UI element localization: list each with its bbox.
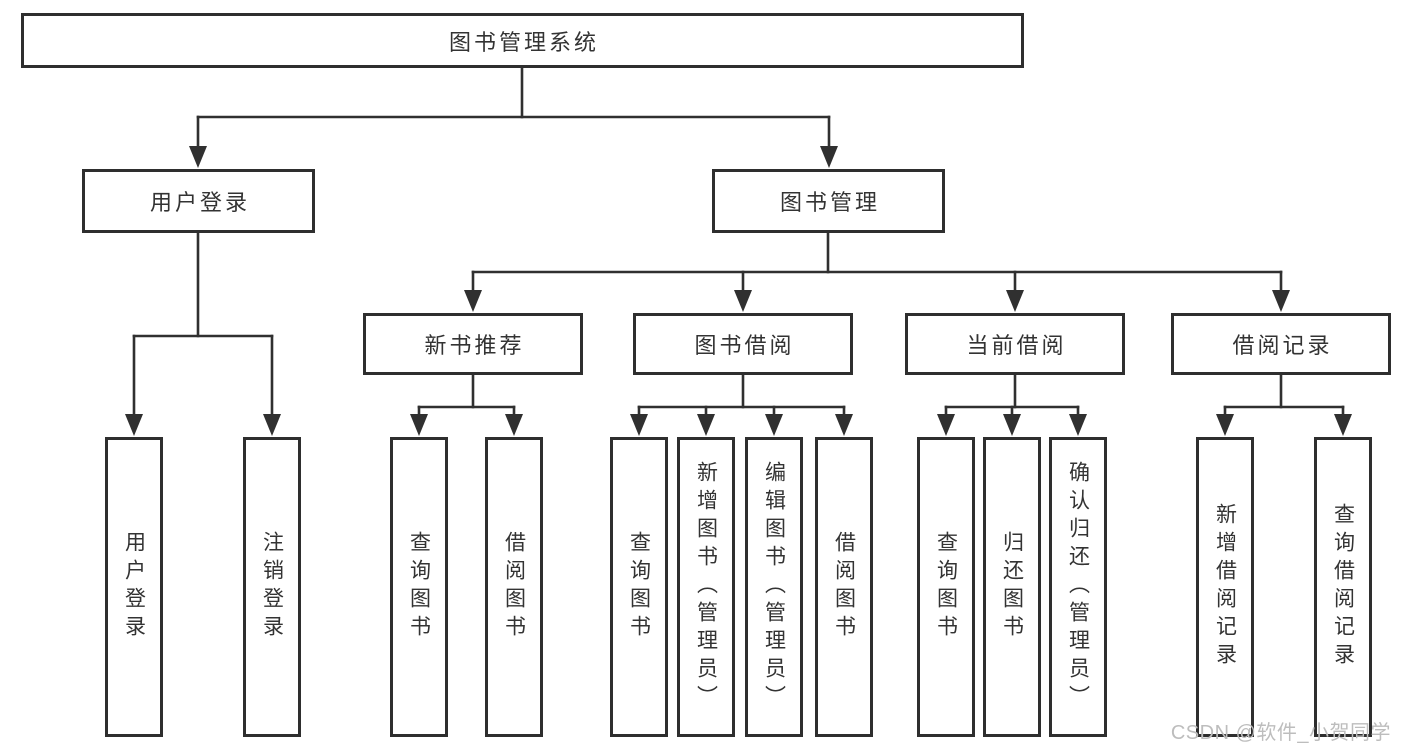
leaf-edit-book-admin-label: 编辑图书（管理员） [762, 461, 786, 713]
node-borrow-records-label: 借阅记录 [1232, 333, 1333, 358]
node-library-system: 图书管理系统 [21, 13, 1024, 68]
leaf-add-borrow-record: 新增借阅记录 [1196, 437, 1254, 737]
connector-book-borrow-to-leaves [630, 373, 853, 436]
leaf-query-book-3-label: 查询图书 [934, 531, 958, 643]
node-new-book-recommend: 新书推荐 [363, 313, 583, 375]
connector-book-management-to-level3 [464, 231, 1290, 312]
leaf-logout: 注销登录 [243, 437, 301, 737]
leaf-borrow-book-1: 借阅图书 [485, 437, 543, 737]
node-user-login: 用户登录 [82, 169, 315, 233]
leaf-add-borrow-record-label: 新增借阅记录 [1213, 503, 1237, 671]
node-book-borrow-label: 图书借阅 [694, 333, 795, 358]
leaf-borrow-book-1-label: 借阅图书 [502, 531, 526, 643]
leaf-query-borrow-record: 查询借阅记录 [1314, 437, 1372, 737]
connector-new-book-to-leaves [410, 373, 523, 436]
leaf-query-book-1-label: 查询图书 [407, 531, 431, 643]
leaf-query-book-2: 查询图书 [610, 437, 668, 737]
node-library-system-label: 图书管理系统 [448, 29, 599, 55]
connector-borrow-records-to-leaves [1216, 373, 1352, 436]
node-borrow-records: 借阅记录 [1171, 313, 1391, 375]
leaf-return-book-label: 归还图书 [1000, 531, 1024, 643]
leaf-query-book-2-label: 查询图书 [627, 531, 651, 643]
leaf-return-book: 归还图书 [983, 437, 1041, 737]
leaf-confirm-return-admin-label: 确认归还（管理员） [1066, 461, 1090, 713]
leaf-user-login: 用户登录 [105, 437, 163, 737]
node-user-login-label: 用户登录 [149, 190, 250, 215]
leaf-borrow-book-2-label: 借阅图书 [832, 531, 856, 643]
connector-root-to-level2 [189, 66, 838, 168]
csdn-watermark: CSDN @软件_小贺同学 [1170, 722, 1391, 744]
node-new-book-recommend-label: 新书推荐 [424, 333, 525, 358]
leaf-borrow-book-2: 借阅图书 [815, 437, 873, 737]
leaf-edit-book-admin: 编辑图书（管理员） [745, 437, 803, 737]
leaf-query-book-1: 查询图书 [390, 437, 448, 737]
node-book-management: 图书管理 [712, 169, 945, 233]
leaf-query-book-3: 查询图书 [917, 437, 975, 737]
node-book-management-label: 图书管理 [779, 190, 880, 215]
connector-user-login-to-leaves [125, 231, 281, 436]
node-current-borrow: 当前借阅 [905, 313, 1125, 375]
leaf-add-book-admin: 新增图书（管理员） [677, 437, 735, 737]
leaf-query-borrow-record-label: 查询借阅记录 [1331, 503, 1355, 671]
connector-current-borrow-to-leaves [937, 373, 1087, 436]
leaf-add-book-admin-label: 新增图书（管理员） [694, 461, 718, 713]
node-book-borrow: 图书借阅 [633, 313, 853, 375]
node-current-borrow-label: 当前借阅 [966, 333, 1067, 358]
leaf-user-login-label: 用户登录 [122, 531, 146, 643]
leaf-logout-label: 注销登录 [260, 531, 284, 643]
leaf-confirm-return-admin: 确认归还（管理员） [1049, 437, 1107, 737]
